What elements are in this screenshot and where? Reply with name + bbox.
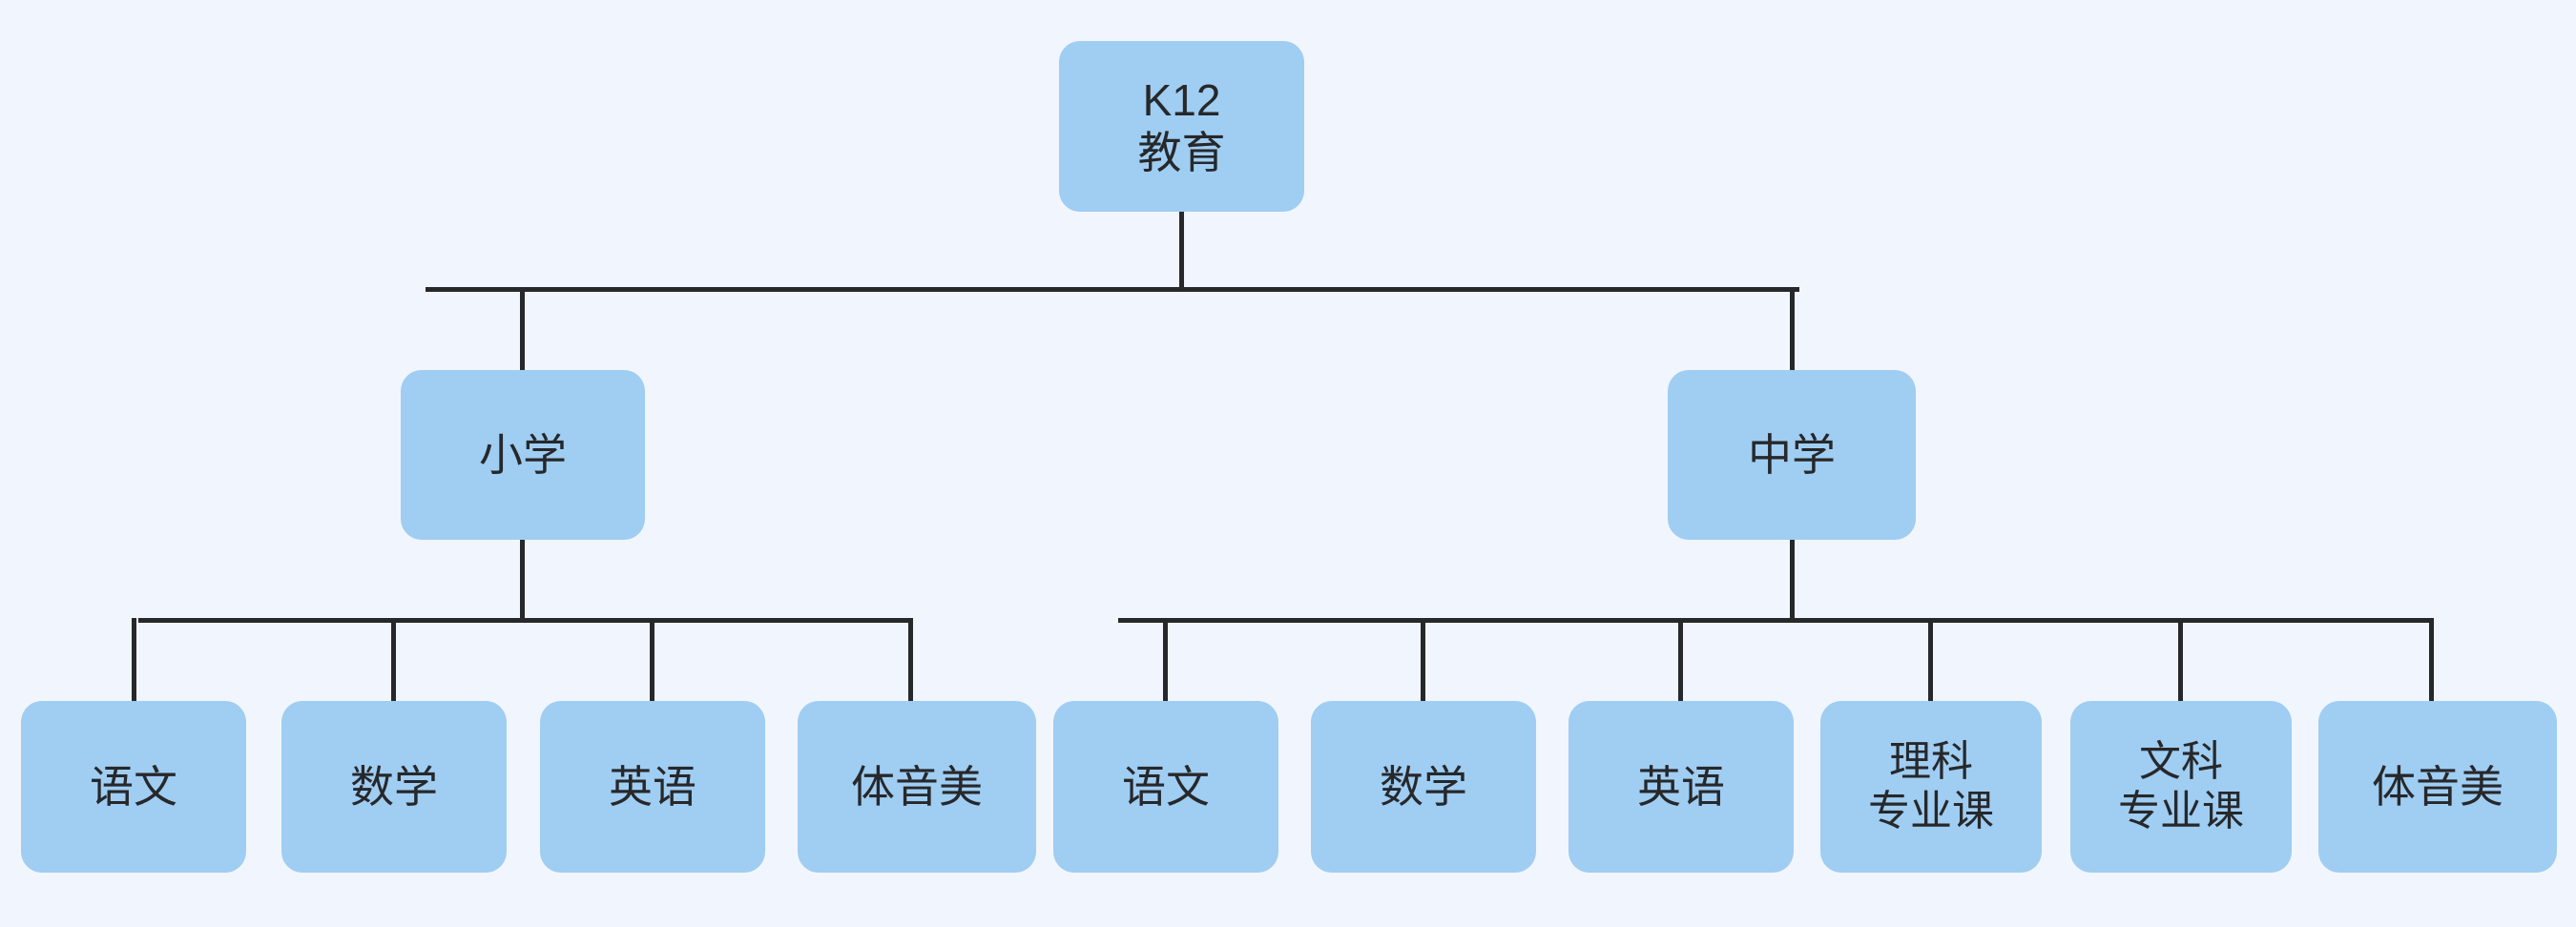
connector-level1-drop-2: [1790, 287, 1795, 372]
node-label-line1: 体音美: [851, 761, 983, 812]
node-branch-secondary[interactable]: 中学: [1668, 370, 1916, 540]
node-label-line1: 数学: [350, 761, 438, 812]
node-label-line2: 专业课: [1868, 788, 1994, 834]
connector-level1-bus: [426, 287, 1799, 292]
node-label-line1: K12: [1142, 75, 1221, 126]
connector-level2-drop-5: [1163, 618, 1168, 703]
node-leaf-p-english[interactable]: 英语: [540, 701, 765, 873]
connector-branch-stem-1: [520, 540, 525, 622]
node-label-line1: 理科: [1889, 738, 1973, 786]
connector-level2-drop-7: [1678, 618, 1683, 703]
node-label-line1: 语文: [90, 761, 177, 812]
connector-level2-drop-6: [1421, 618, 1425, 703]
node-label-line2: 专业课: [2118, 788, 2244, 834]
node-leaf-s-chinese[interactable]: 语文: [1053, 701, 1278, 873]
connector-level2-drop-8: [1928, 618, 1933, 703]
node-label-line1: 数学: [1380, 761, 1467, 812]
connector-level2-bus-right: [1118, 618, 2434, 623]
connector-level2-drop-1: [132, 618, 136, 703]
node-leaf-s-pema[interactable]: 体音美: [2318, 701, 2557, 873]
node-label-line2: 教育: [1137, 127, 1226, 177]
connector-level2-drop-10: [2429, 618, 2434, 703]
node-leaf-s-math[interactable]: 数学: [1311, 701, 1536, 873]
connector-root-stem: [1179, 212, 1184, 291]
node-leaf-s-arts[interactable]: 文科专业课: [2070, 701, 2292, 873]
node-label-line1: 中学: [1748, 429, 1836, 480]
node-label-line1: 体音美: [2372, 761, 2503, 812]
connector-level1-drop-1: [520, 287, 525, 372]
connector-level2-bus-left: [138, 618, 913, 623]
node-leaf-s-science[interactable]: 理科专业课: [1820, 701, 2042, 873]
node-leaf-p-pema[interactable]: 体音美: [798, 701, 1036, 873]
node-label-line1: 文科: [2139, 738, 2223, 786]
connector-branch-stem-2: [1790, 540, 1795, 622]
connector-level2-drop-9: [2178, 618, 2183, 703]
node-label-line1: 英语: [609, 761, 696, 812]
connector-level2-drop-4: [908, 618, 913, 703]
connector-level2-drop-2: [391, 618, 396, 703]
connector-level2-drop-3: [650, 618, 654, 703]
node-leaf-p-chinese[interactable]: 语文: [21, 701, 246, 873]
node-branch-primary[interactable]: 小学: [401, 370, 645, 540]
node-leaf-s-english[interactable]: 英语: [1568, 701, 1794, 873]
node-leaf-p-math[interactable]: 数学: [281, 701, 507, 873]
node-label-line1: 英语: [1637, 761, 1725, 812]
node-label-line1: 小学: [479, 429, 567, 480]
node-label-line1: 语文: [1122, 761, 1210, 812]
